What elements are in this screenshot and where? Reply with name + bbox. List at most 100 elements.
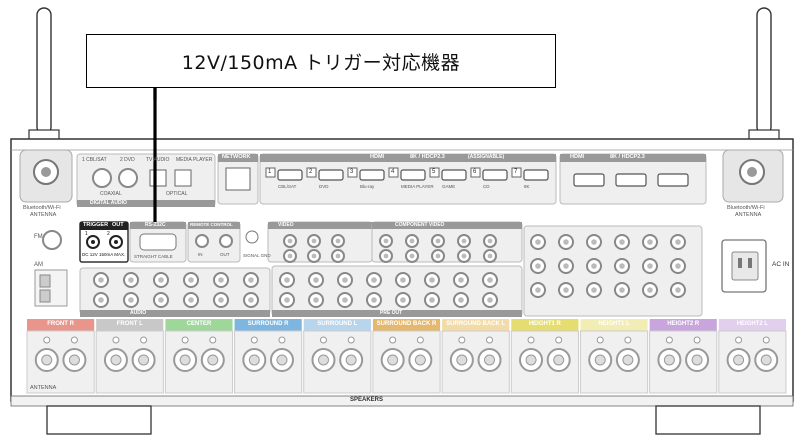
rca-jack [457, 234, 471, 248]
trigger-jack-2: 2 [107, 231, 110, 237]
trigger-device-callout: 12V/150mA トリガー対応機器 [86, 34, 556, 88]
digital-audio-title: DIGITAL AUDIO [90, 200, 127, 206]
component-video-label: COMPONENT VIDEO [395, 222, 445, 228]
digital-audio-cbl-sat: 1 CBL/SAT [82, 157, 107, 163]
rca-jack [123, 292, 139, 308]
hdmi-header: HDMI [370, 154, 385, 160]
digital-audio-media-player: MEDIA PLAYER [176, 157, 213, 163]
speaker-group-label: SURROUND BACK R [376, 321, 437, 327]
rca-jack [123, 272, 139, 288]
hdmi-input-number: 6 [473, 169, 477, 175]
rca-jack [279, 292, 295, 308]
rca-jack [431, 234, 445, 248]
hdmi-input-label: CD [483, 184, 490, 189]
speaker-group-label: SURROUND BACK L [446, 321, 506, 327]
rca-jack [483, 249, 497, 263]
speaker-terminal-group [718, 319, 787, 394]
remote-control-label: REMOTE CONTROL [190, 222, 233, 227]
left-foot [46, 405, 152, 435]
speaker-group-label: HEIGHT1 L [598, 321, 630, 327]
right-antenna-label-1: Bluetooth/Wi-Fi [727, 205, 765, 211]
hdmi-input-port [429, 167, 467, 181]
rca-jack [405, 234, 419, 248]
rca-jack [405, 249, 419, 263]
speaker-group-label: CENTER [186, 321, 212, 327]
rca-jack [153, 292, 169, 308]
rca-jack [307, 249, 321, 263]
rca-jack [642, 282, 658, 298]
rca-jack [243, 272, 259, 288]
speaker-terminal-group [649, 319, 718, 394]
rs232c-label: RS-232C [145, 222, 166, 228]
video-label: VIDEO [278, 222, 294, 228]
digital-audio-tv-audio: TV AUDIO [146, 157, 170, 163]
rca-jack [482, 292, 498, 308]
rca-jack [153, 272, 169, 288]
speaker-terminal-group [579, 319, 649, 394]
hdmi-input-port [306, 167, 344, 181]
hdmi-input-label: GAME [442, 184, 456, 189]
speaker-terminal-group [510, 319, 579, 394]
right-foot [655, 405, 761, 435]
rca-jack [530, 282, 546, 298]
rca-jack [337, 292, 353, 308]
rca-jack [395, 272, 411, 288]
hdmi-input-port [388, 167, 426, 181]
hdmi-input-number: 7 [514, 169, 518, 175]
pre-out-label: PRE OUT [380, 310, 403, 316]
speaker-group-label: HEIGHT2 R [667, 321, 700, 327]
trigger-spec: DC 12V 150mA MAX. [82, 252, 126, 257]
hdmi-input-label: DVD [319, 184, 329, 189]
hdmi-input-label: 8K [524, 184, 530, 189]
digital-audio-optical: OPTICAL [166, 191, 188, 197]
remote-in-label: IN [198, 252, 203, 257]
rca-jack [457, 249, 471, 263]
hdmi-input-number: 4 [391, 169, 395, 175]
audio-label: AUDIO [130, 310, 147, 316]
speaker-group-label: FRONT L [116, 321, 143, 327]
rca-jack [642, 234, 658, 250]
left-antenna [28, 7, 60, 149]
hdmi-output-port [573, 173, 605, 187]
rca-jack [558, 282, 574, 298]
rca-jack [670, 258, 686, 274]
rca-jack [530, 234, 546, 250]
rca-jack [483, 234, 497, 248]
hdmi-out-spec: 8K / HDCP2.3 [610, 154, 645, 160]
speaker-terminal-group [441, 319, 510, 394]
remote-out-label: OUT [220, 252, 230, 257]
hdmi-spec: 8K / HDCP2.3 [410, 154, 445, 160]
speaker-terminal-group [303, 319, 372, 394]
rca-jack [614, 258, 630, 274]
signal-gnd-label: SIGNAL GND [243, 253, 271, 258]
straight-cable-label: STRAIGHT CABLE [134, 254, 173, 259]
rca-jack [379, 249, 393, 263]
rca-jack [424, 292, 440, 308]
rca-jack [337, 272, 353, 288]
hdmi-input-label: CBL/SAT [278, 184, 297, 189]
am-label: AM [34, 262, 43, 268]
rca-jack [93, 272, 109, 288]
rca-jack [331, 249, 345, 263]
right-antenna [748, 7, 780, 149]
left-antenna-label-1: Bluetooth/Wi-Fi [23, 205, 61, 211]
speaker-group-label: SURROUND L [317, 321, 358, 327]
rca-jack [283, 249, 297, 263]
hdmi-input-number: 3 [350, 169, 354, 175]
hdmi-input-label: Blu-ray [360, 184, 375, 189]
hdmi-input-number: 5 [432, 169, 436, 175]
hdmi-input-number: 1 [268, 169, 272, 175]
rca-jack [213, 292, 229, 308]
rca-jack [395, 292, 411, 308]
rca-jack [453, 292, 469, 308]
speakers-title: SPEAKERS [350, 397, 384, 403]
hdmi-input-port [347, 167, 385, 181]
rca-jack [614, 282, 630, 298]
rca-jack [308, 292, 324, 308]
rca-jack [453, 272, 469, 288]
hdmi-input-label: MEDIA PLAYER [401, 184, 434, 189]
rca-jack [183, 292, 199, 308]
speaker-terminal-group [234, 319, 303, 394]
